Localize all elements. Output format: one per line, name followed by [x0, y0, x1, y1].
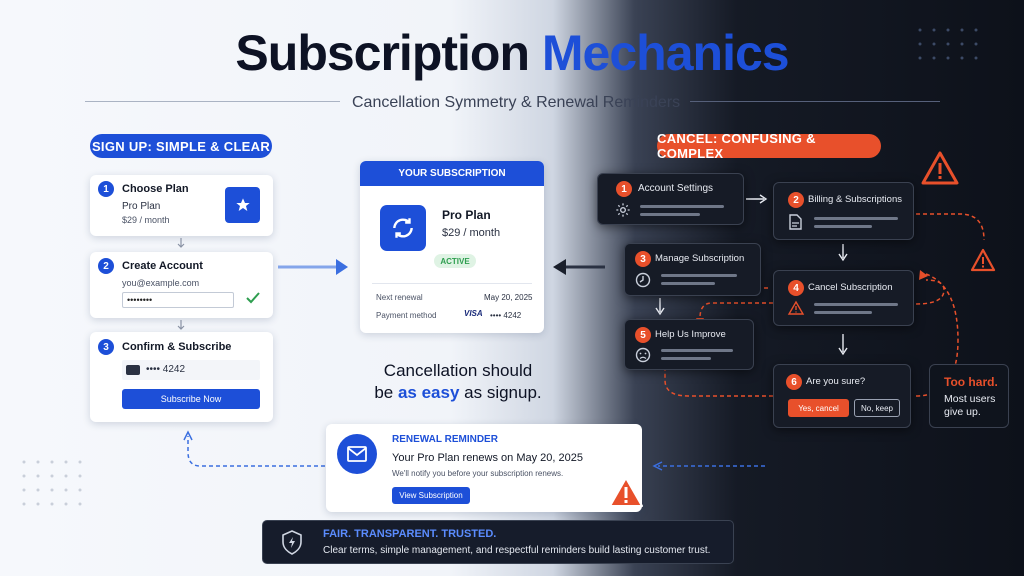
step-title: Account Settings	[638, 183, 714, 194]
too-hard-callout: Too hard. Most users give up.	[929, 364, 1009, 428]
check-icon	[246, 292, 260, 304]
placeholder-bar	[640, 213, 700, 216]
payment-label: Payment method	[376, 311, 437, 320]
status-badge: ACTIVE	[434, 254, 476, 268]
step-title: Cancel Subscription	[808, 282, 893, 293]
center-message: Cancellation should be as easy as signup…	[368, 360, 548, 404]
cancel-step-help-improve[interactable]: 5 Help Us Improve	[624, 319, 754, 370]
visa-logo: VISA	[464, 309, 483, 318]
password-field[interactable]: ••••••••	[122, 292, 234, 308]
page-title: Subscription Mechanics	[0, 24, 1024, 82]
warning-icon	[787, 300, 805, 315]
placeholder-bar	[640, 205, 724, 208]
email-field[interactable]: you@example.com	[122, 278, 200, 288]
warning-icon	[609, 477, 643, 507]
view-subscription-button[interactable]: View Subscription	[392, 487, 470, 504]
renewal-date: May 20, 2025	[484, 293, 533, 302]
step-number: 5	[635, 327, 651, 343]
subscribe-now-button[interactable]: Subscribe Now	[122, 389, 260, 409]
cancel-step-cancel-subscription[interactable]: 4 Cancel Subscription	[773, 270, 914, 326]
document-icon	[789, 214, 802, 230]
placeholder-bar	[661, 349, 733, 352]
renewal-reminder-card: RENEWAL REMINDER Your Pro Plan renews on…	[326, 424, 642, 512]
plan-price: $29 / month	[122, 215, 170, 225]
signup-step-create-account: 2 Create Account you@example.com •••••••…	[90, 252, 273, 318]
divider-left	[85, 101, 340, 102]
message-line1: Cancellation should	[383, 361, 533, 380]
placeholder-bar	[814, 217, 898, 220]
step-title: Create Account	[122, 260, 203, 272]
placeholder-bar	[661, 282, 715, 285]
step-title: Help Us Improve	[655, 329, 726, 340]
reminder-label: RENEWAL REMINDER	[392, 434, 498, 445]
cancel-label: CANCEL: CONFUSING & COMPLEX	[657, 131, 881, 161]
page-subtitle: Cancellation Symmetry & Renewal Reminder…	[352, 94, 681, 111]
arrow-down-icon	[177, 320, 185, 330]
mail-icon	[337, 434, 377, 474]
cancel-step-account-settings[interactable]: 1 Account Settings	[597, 173, 744, 225]
card-field[interactable]: •••• 4242	[122, 360, 260, 380]
cancel-step-confirm: 6 Are you sure? Yes, cancel No, keep	[773, 364, 911, 428]
cancel-step-manage[interactable]: 3 Manage Subscription	[624, 243, 761, 296]
plan-price: $29 / month	[442, 227, 501, 239]
step-number: 2	[788, 192, 804, 208]
gear-icon	[616, 203, 630, 217]
footer-banner: FAIR. TRANSPARENT. TRUSTED. Clear terms,…	[262, 520, 734, 564]
cancel-step-billing[interactable]: 2 Billing & Subscriptions	[773, 182, 914, 240]
title-part2: Mechanics	[541, 25, 790, 81]
reminder-body: We'll notify you before your subscriptio…	[392, 469, 564, 478]
warning-icon	[921, 151, 959, 185]
step-title: Billing & Subscriptions	[808, 194, 902, 205]
shield-icon	[282, 530, 302, 555]
signup-label: SIGN UP: SIMPLE & CLEAR	[90, 134, 272, 158]
clock-icon	[635, 272, 651, 288]
placeholder-bar	[661, 357, 711, 360]
step-number: 1	[98, 181, 114, 197]
warning-icon	[970, 248, 996, 272]
renew-cycle-icon	[380, 205, 426, 251]
too-hard-text: Most users give up.	[944, 393, 996, 418]
plan-name: Pro Plan	[122, 201, 161, 212]
step-title: Manage Subscription	[655, 253, 745, 264]
placeholder-bar	[814, 303, 898, 306]
step-number: 4	[788, 280, 804, 296]
subscription-card-header: YOUR SUBSCRIPTION	[360, 161, 544, 186]
footer-text: Clear terms, simple management, and resp…	[323, 545, 711, 556]
placeholder-bar	[814, 311, 872, 314]
credit-card-icon	[126, 365, 140, 375]
star-icon	[225, 187, 260, 223]
placeholder-bar	[814, 225, 872, 228]
arrow-down-icon	[177, 238, 185, 248]
step-number: 6	[786, 374, 802, 390]
yes-cancel-button[interactable]: Yes, cancel	[788, 399, 849, 417]
payment-card: •••• 4242	[490, 311, 522, 320]
sad-face-icon	[635, 347, 651, 363]
subscription-card: YOUR SUBSCRIPTION Pro Plan $29 / month A…	[360, 161, 544, 333]
step-number: 2	[98, 258, 114, 274]
plan-name: Pro Plan	[442, 208, 491, 222]
card-number: •••• 4242	[146, 364, 186, 375]
step-number: 3	[98, 339, 114, 355]
renewal-label: Next renewal	[376, 293, 423, 302]
step-title: Choose Plan	[122, 183, 189, 195]
signup-step-choose-plan[interactable]: 1 Choose Plan Pro Plan $29 / month	[90, 175, 273, 236]
title-part1: Subscription	[235, 25, 530, 81]
no-keep-button[interactable]: No, keep	[854, 399, 900, 417]
reminder-headline: Your Pro Plan renews on May 20, 2025	[392, 452, 583, 464]
step-title: Confirm & Subscribe	[122, 341, 232, 353]
message-line2: be as easy as signup.	[374, 383, 542, 402]
too-hard-title: Too hard.	[944, 375, 998, 389]
step-number: 3	[635, 251, 651, 267]
step-number: 1	[616, 181, 632, 197]
signup-step-confirm: 3 Confirm & Subscribe •••• 4242 Subscrib…	[90, 332, 273, 422]
divider-right	[690, 101, 940, 102]
footer-title: FAIR. TRANSPARENT. TRUSTED.	[323, 528, 497, 540]
placeholder-bar	[661, 274, 737, 277]
card-divider	[372, 283, 532, 284]
step-title: Are you sure?	[806, 376, 866, 387]
